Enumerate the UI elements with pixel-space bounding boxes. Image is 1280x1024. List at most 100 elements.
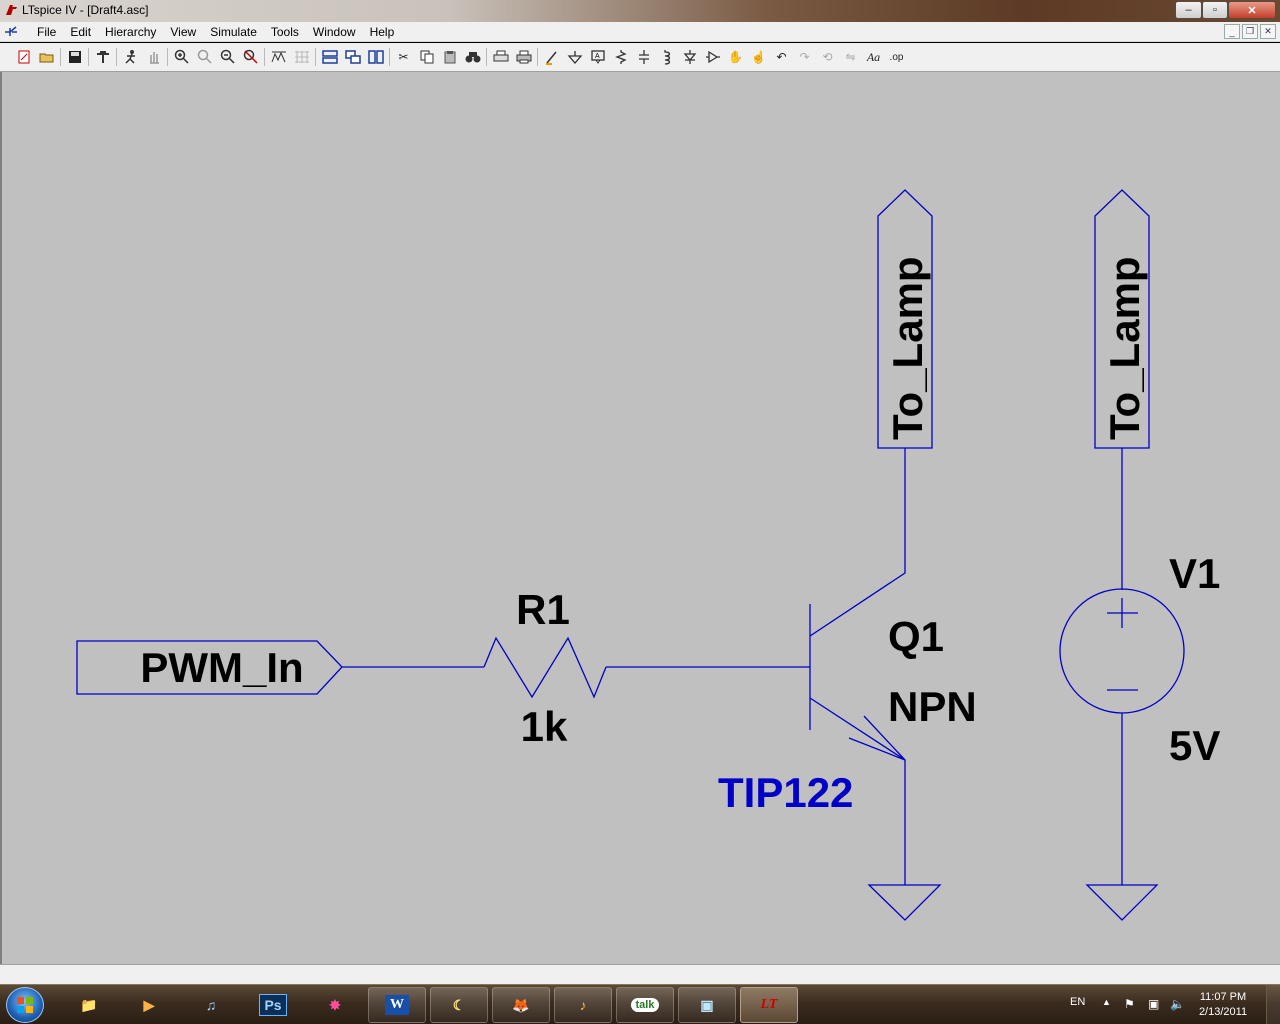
schematic-canvas[interactable]: PWM_In To_Lamp To_Lamp R1 1k Q1 NPN TIP1… — [0, 72, 1280, 964]
spice-directive-icon[interactable]: .op — [889, 51, 904, 63]
title-bar: LTspice IV - [Draft4.asc] ‒ ▫ ✕ — [0, 0, 1280, 22]
print-icon[interactable] — [512, 48, 535, 66]
zoom-in-icon[interactable] — [170, 48, 193, 66]
collector-port-label[interactable]: To_Lamp — [884, 256, 931, 440]
menu-view[interactable]: View — [170, 25, 197, 39]
find-icon[interactable] — [461, 48, 484, 66]
transistor-type-label[interactable]: NPN — [888, 683, 977, 730]
schematic-doc-icon[interactable] — [4, 25, 18, 39]
transistor-model-label[interactable]: TIP122 — [718, 769, 853, 816]
schematic-drawing[interactable]: PWM_In To_Lamp To_Lamp R1 1k Q1 NPN TIP1… — [2, 72, 1280, 964]
taskbar-firefox-icon[interactable]: 🦊 — [492, 987, 550, 1023]
clock-date: 2/13/2011 — [1198, 1006, 1248, 1018]
ground-emitter-symbol — [867, 884, 942, 921]
clock[interactable]: 11:07 PM 2/13/2011 — [1188, 990, 1258, 1020]
menu-file[interactable]: File — [37, 25, 57, 39]
new-schematic-icon[interactable] — [12, 48, 35, 66]
resistor-icon[interactable] — [609, 48, 632, 66]
close-button[interactable]: ✕ — [1228, 1, 1276, 19]
inductor-icon[interactable] — [655, 48, 678, 66]
resistor-value-label[interactable]: 1k — [521, 703, 568, 750]
undo-icon[interactable]: ↶ — [776, 50, 787, 64]
mdi-minimize-button[interactable]: _ — [1224, 24, 1240, 39]
window-title: LTspice IV - [Draft4.asc] — [22, 3, 149, 17]
menu-help[interactable]: Help — [369, 25, 395, 39]
status-bar — [0, 964, 1280, 984]
cut-icon[interactable]: ✂ — [398, 50, 409, 64]
autorange-icon[interactable] — [267, 48, 290, 66]
toolbar: ✂ A ✋ ☝ ↶ ↷ ⟲ ⇋ Aa .op — [0, 43, 1280, 72]
capacitor-icon[interactable] — [632, 48, 655, 66]
source-ref-label[interactable]: V1 — [1169, 550, 1220, 597]
collector-port — [877, 189, 933, 449]
cascade-icon[interactable] — [341, 48, 364, 66]
action-center-flag-icon[interactable]: ⚑ — [1124, 997, 1135, 1011]
drag-icon[interactable]: ☝ — [751, 50, 766, 64]
emitter-arrow — [848, 715, 906, 761]
paste-icon[interactable] — [438, 48, 461, 66]
language-indicator[interactable]: EN — [1070, 996, 1086, 1008]
wire-icon[interactable] — [540, 48, 563, 66]
menu-edit[interactable]: Edit — [70, 25, 92, 39]
tile-horizontal-icon[interactable] — [318, 48, 341, 66]
component-icon[interactable] — [701, 48, 724, 66]
grid-icon[interactable] — [290, 48, 313, 66]
halt-icon[interactable] — [142, 48, 165, 66]
text-icon[interactable]: Aa — [866, 49, 881, 64]
zoom-pan-icon[interactable] — [193, 48, 216, 66]
start-button[interactable] — [6, 987, 44, 1023]
redo-icon[interactable]: ↷ — [799, 50, 810, 64]
taskbar-ltspice-icon[interactable]: LT — [740, 987, 798, 1023]
control-panel-icon[interactable] — [91, 48, 114, 66]
system-tray: EN ▲ ⚑ ▣ 🔈 11:07 PM 2/13/2011 — [1050, 985, 1280, 1024]
tile-vertical-icon[interactable] — [364, 48, 387, 66]
resistor-ref-label[interactable]: R1 — [516, 586, 570, 633]
source-port-label[interactable]: To_Lamp — [1101, 256, 1148, 440]
mdi-restore-button[interactable]: ❐ — [1242, 24, 1258, 39]
resistor-r1-symbol — [483, 636, 607, 699]
zoom-cancel-icon[interactable] — [239, 48, 262, 66]
taskbar-explorer-icon[interactable]: 📁 — [80, 996, 98, 1013]
taskbar-songbird-icon[interactable]: ♪ — [554, 987, 612, 1023]
rotate-icon[interactable]: ⟲ — [822, 50, 833, 64]
menu-tools[interactable]: Tools — [270, 25, 299, 39]
v1-plus-sign — [1107, 598, 1138, 628]
menu-simulate[interactable]: Simulate — [210, 25, 257, 39]
copy-icon[interactable] — [415, 48, 438, 66]
menu-hierarchy[interactable]: Hierarchy — [105, 25, 157, 39]
maximize-button[interactable]: ▫ — [1202, 1, 1228, 19]
label-net-icon[interactable]: A — [586, 48, 609, 66]
mdi-close-button[interactable]: ✕ — [1260, 24, 1276, 39]
save-icon[interactable] — [63, 48, 86, 66]
taskbar-word-icon[interactable]: W — [368, 987, 426, 1023]
ground-source-symbol — [1085, 884, 1159, 921]
run-icon[interactable] — [119, 48, 142, 66]
show-desktop-button[interactable] — [1266, 985, 1280, 1024]
source-value-label[interactable]: 5V — [1169, 722, 1220, 769]
taskbar-google-talk-icon[interactable]: talk — [616, 987, 674, 1023]
taskbar-night-app-icon[interactable]: ☾ — [430, 987, 488, 1023]
taskbar-paint-app-icon[interactable]: ✸ — [329, 996, 341, 1013]
ground-icon[interactable] — [563, 48, 586, 66]
taskbar-photoshop-icon[interactable]: Ps — [244, 987, 302, 1023]
transistor-collector — [809, 448, 906, 637]
taskbar-media-player-icon[interactable]: ▶ — [143, 996, 155, 1013]
menu-bar: File Edit Hierarchy View Simulate Tools … — [0, 22, 1280, 42]
diode-icon[interactable] — [678, 48, 701, 66]
volume-icon[interactable]: 🔈 — [1170, 997, 1185, 1011]
minimize-button[interactable]: ‒ — [1175, 1, 1202, 19]
show-hidden-icons-icon[interactable]: ▲ — [1102, 997, 1111, 1007]
mirror-icon[interactable]: ⇋ — [845, 50, 856, 64]
open-icon[interactable] — [35, 48, 58, 66]
move-icon[interactable]: ✋ — [728, 50, 743, 64]
print-setup-icon[interactable] — [489, 48, 512, 66]
taskbar-photo-viewer-icon[interactable]: ▣ — [678, 987, 736, 1023]
pwm-in-port — [76, 640, 343, 695]
transistor-ref-label[interactable]: Q1 — [888, 613, 944, 660]
pwm-in-label[interactable]: PWM_In — [140, 644, 303, 691]
menu-window[interactable]: Window — [312, 25, 356, 39]
source-port — [1094, 189, 1150, 449]
zoom-out-icon[interactable] — [216, 48, 239, 66]
taskbar-itunes-icon[interactable]: ♫ — [205, 997, 217, 1013]
network-icon[interactable]: ▣ — [1148, 997, 1160, 1011]
